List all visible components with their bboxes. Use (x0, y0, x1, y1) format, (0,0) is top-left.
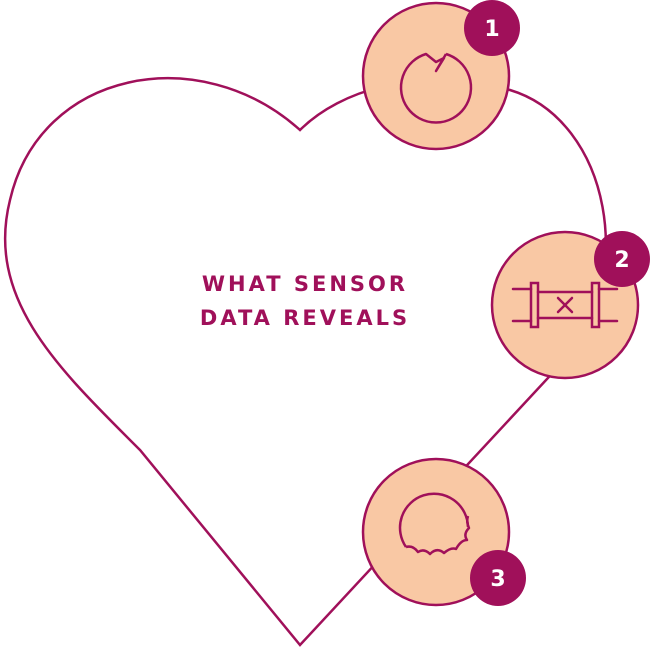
step-1-badge (464, 0, 520, 56)
title-line-2: DATA REVEALS (199, 306, 411, 330)
step-1: 1 (361, 0, 520, 151)
step-3-badge (470, 550, 526, 606)
step-2-number: 2 (614, 248, 629, 273)
step-2: 2 (490, 230, 650, 380)
step-3: 3 (361, 457, 526, 607)
pipe-blockage-icon (511, 281, 619, 329)
corroded-pipe-icon (398, 492, 471, 556)
title-line-1: WHAT SENSOR (201, 272, 409, 296)
broken-circle-icon (399, 52, 473, 124)
step-3-number: 3 (490, 567, 505, 592)
step-2-badge (594, 231, 650, 287)
step-1-number: 1 (484, 17, 499, 42)
